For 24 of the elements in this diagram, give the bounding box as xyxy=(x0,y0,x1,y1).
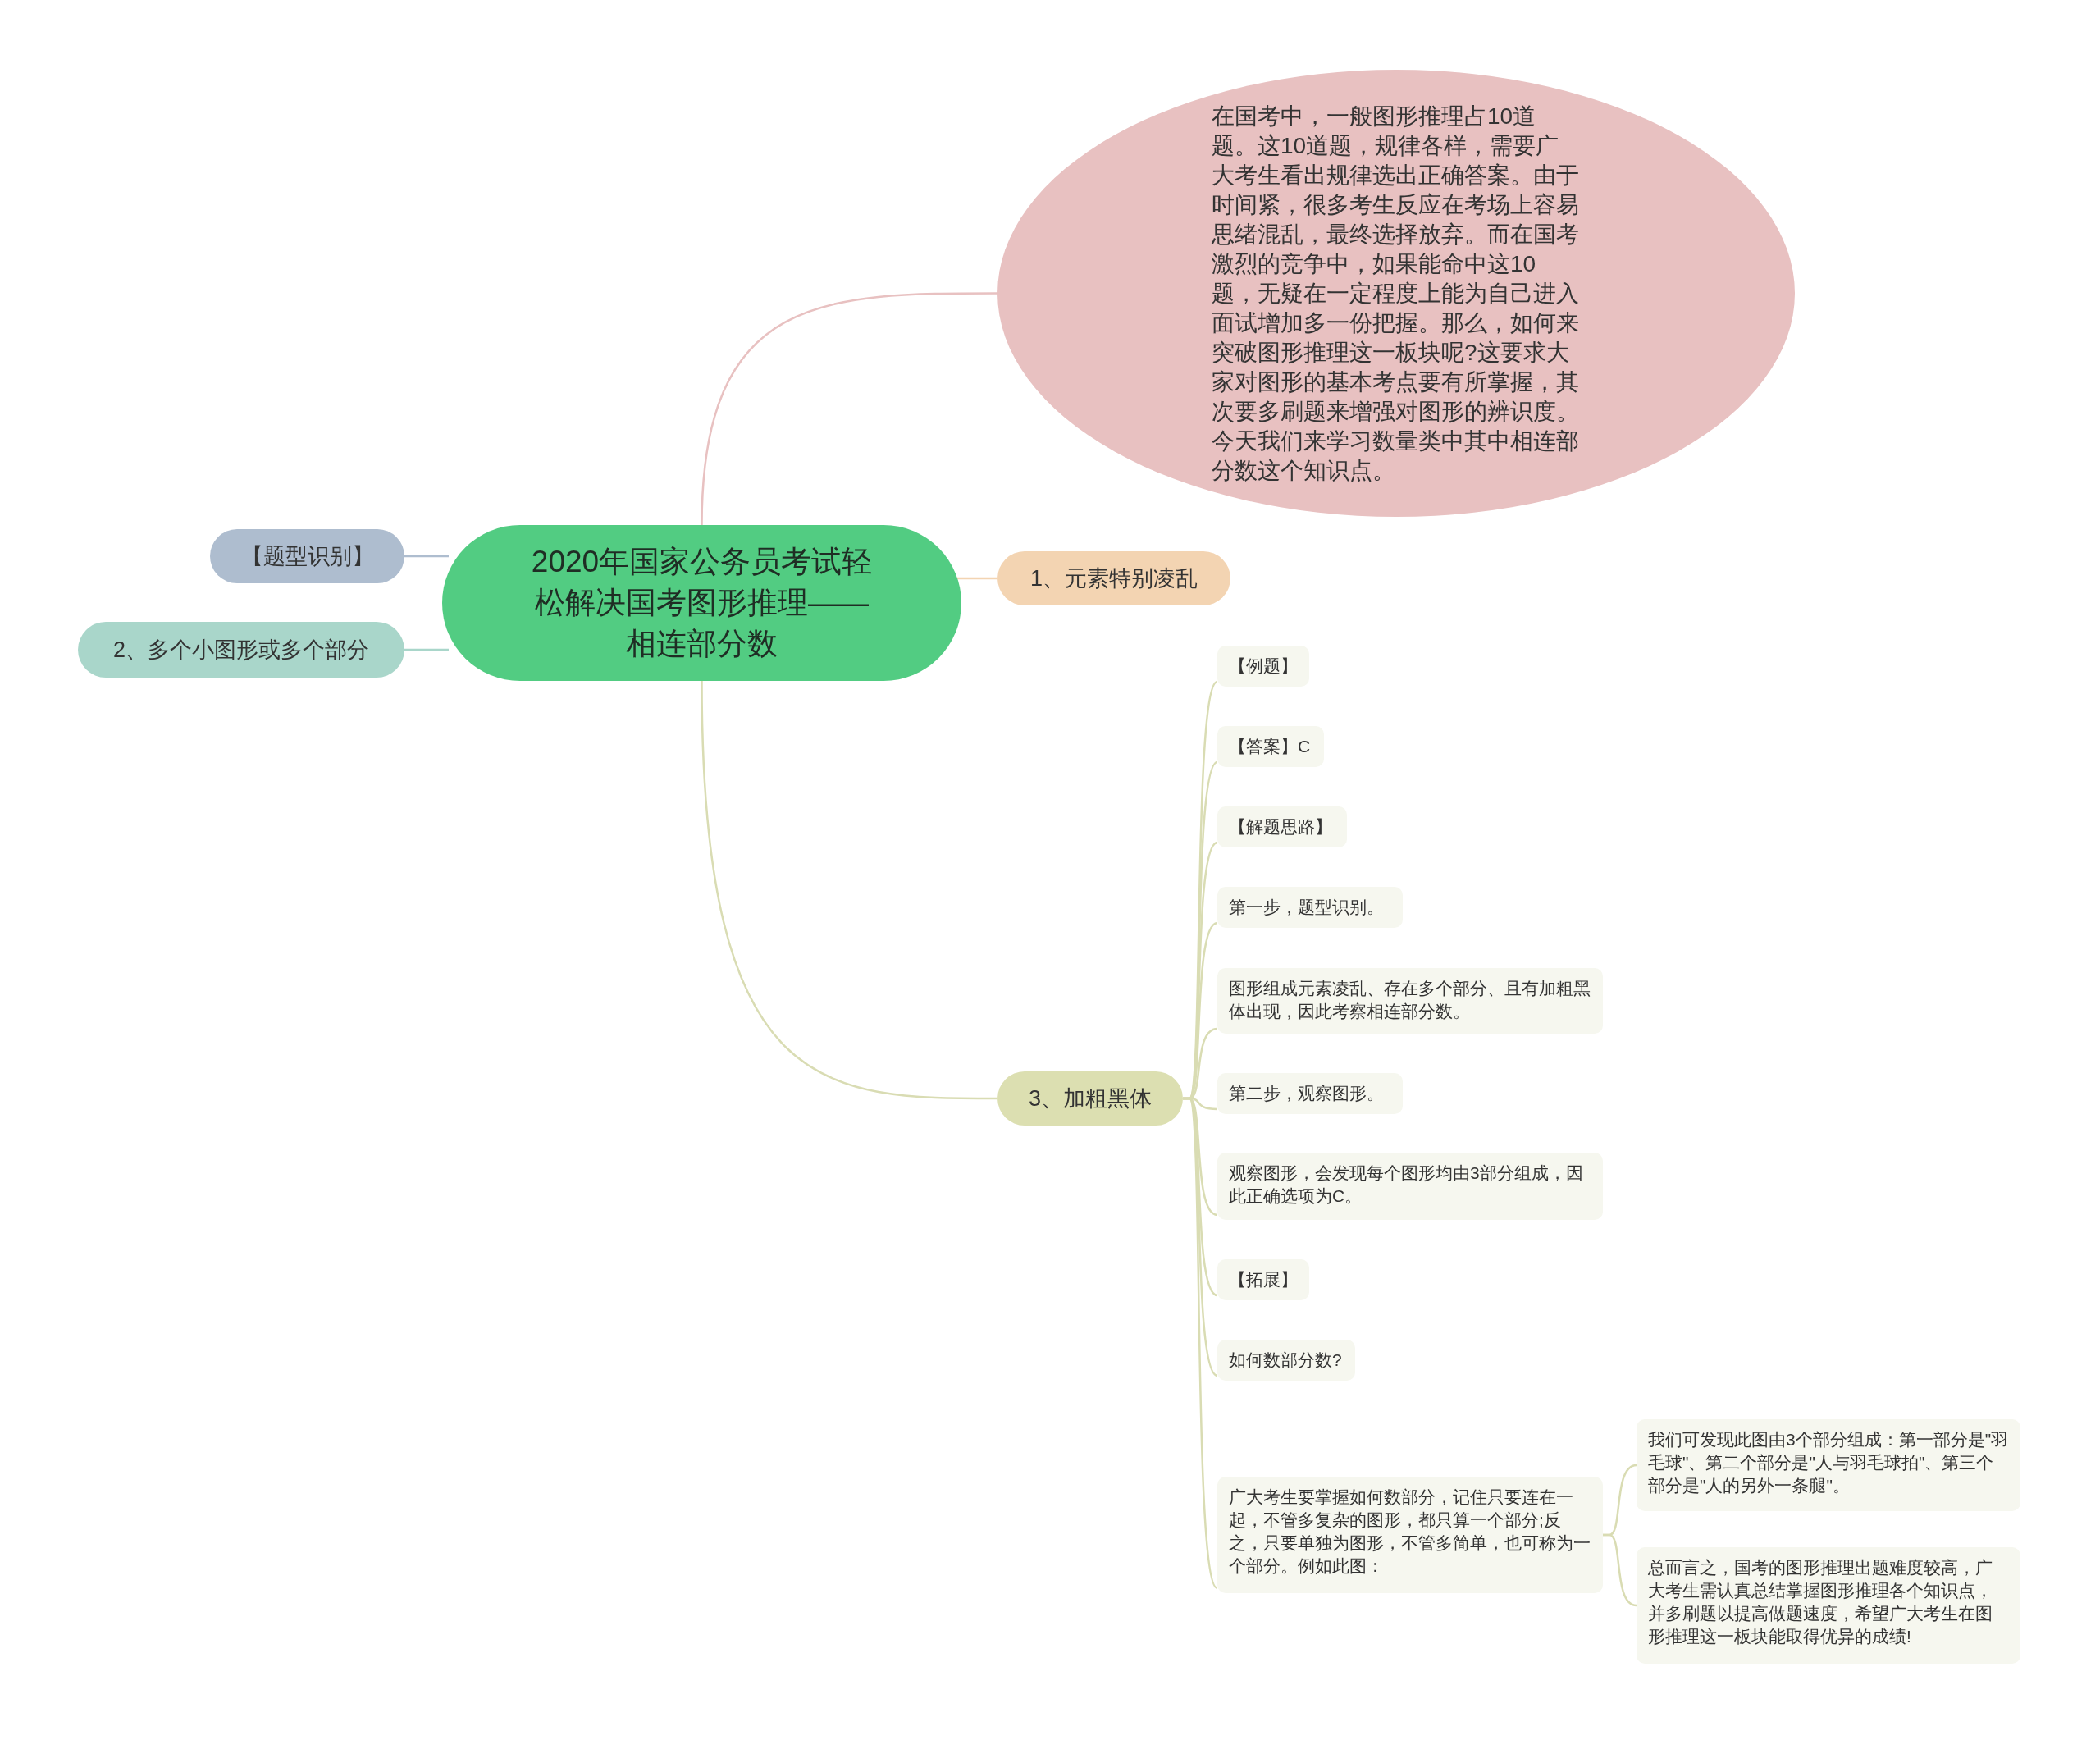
subtopic-pill: 1、元素特别凌乱 xyxy=(998,551,1230,605)
note-card: 图形组成元素凌乱、存在多个部分、且有加粗黑体出现，因此考察相连部分数。 xyxy=(1217,968,1603,1034)
connector-line xyxy=(404,555,449,558)
note-card: 观察图形，会发现每个图形均由3部分组成，因此正确选项为C。 xyxy=(1217,1153,1603,1220)
connector-line xyxy=(404,648,449,651)
subtopic-pill: 2、多个小图形或多个部分 xyxy=(78,622,404,678)
subtopic-pill: 3、加粗黑体 xyxy=(998,1071,1183,1126)
subtopic-pill: 【题型识别】 xyxy=(210,529,404,583)
note-card: 总而言之，国考的图形推理出题难度较高，广大考生需认真总结掌握图形推理各个知识点，并多刷题以提高做题速度，希望广大考生在图形推理这一板块能取得优异的成绩! xyxy=(1637,1547,2020,1664)
connector-line xyxy=(701,292,998,526)
connector-line xyxy=(955,577,998,580)
note-card: 我们可发现此图由3个部分组成：第一部分是"羽毛球"、第二个部分是"人与羽毛球拍"、第三个部分是"人的另外一条腿"。 xyxy=(1637,1419,2020,1511)
central-topic-bubble: 2020年国家公务员考试轻松解决国考图形推理——相连部分数 xyxy=(442,525,961,681)
note-card: 第二步，观察图形。 xyxy=(1217,1073,1403,1114)
note-card: 如何数部分数? xyxy=(1217,1340,1355,1381)
note-card: 广大考生要掌握如何数部分，记住只要连在一起，不管多复杂的图形，都只算一个部分;反之，只要单独为图形，不管多简单，也可称为一个部分。例如此图： xyxy=(1217,1477,1603,1593)
note-card: 【例题】 xyxy=(1217,646,1309,687)
note-card: 【拓展】 xyxy=(1217,1259,1309,1300)
note-card: 第一步，题型识别。 xyxy=(1217,887,1403,928)
connector-line xyxy=(701,680,998,1100)
connector-line xyxy=(1603,1533,1637,1607)
note-card: 【答案】C xyxy=(1217,726,1324,767)
description-text: 在国考中，一般图形推理占10道题。这10道题，规律各样，需要广大考生看出规律选出正确答案。由于时间紧，很多考生反应在考场上容易思绪混乱，最终选择放弃。而在国考激烈的竞争中，如果能命中这10题，无疑在一定程度上能为自己进入面试增加多一份把握。那么，如何来突破图形推理这一板块呢?这要求大家对图形的基本考点要有所掌握，其次要多刷题来增强对图形的辨识度。今天我们来学习数量类中其中相连部分数这个知识点。 xyxy=(1212,102,1580,485)
note-card: 【解题思路】 xyxy=(1217,806,1347,847)
